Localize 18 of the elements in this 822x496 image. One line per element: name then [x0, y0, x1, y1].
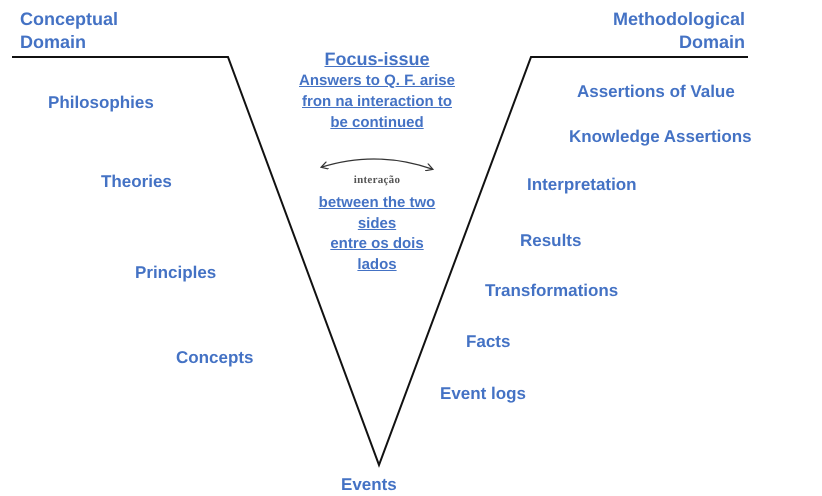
conceptual-item: Philosophies: [48, 92, 154, 114]
event-item: Events: [341, 474, 397, 496]
methodological-item: Knowledge Assertions: [569, 126, 752, 148]
conceptual-item: Concepts: [176, 347, 254, 369]
methodological-item: Assertions of Value: [577, 81, 735, 103]
methodological-item: Event logs: [440, 383, 526, 405]
conceptual-item: Theories: [101, 171, 172, 193]
methodological-item: Transformations: [485, 280, 618, 302]
methodological-item: Interpretation: [527, 174, 637, 196]
methodological-item: Results: [520, 230, 582, 252]
interaction-label: interação: [352, 173, 402, 188]
focus-question: Focus-issue: [323, 48, 431, 71]
domain-heading: Conceptual Domain: [20, 8, 120, 54]
conceptual-item: Principles: [135, 262, 216, 284]
domain-heading: Methodological Domain: [612, 8, 745, 54]
focus-text: Answers to Q. F. arise fron na interaction to be continued: [298, 71, 456, 133]
methodological-item: Facts: [466, 331, 510, 353]
interaction-text: entre os dois lados: [329, 234, 425, 275]
